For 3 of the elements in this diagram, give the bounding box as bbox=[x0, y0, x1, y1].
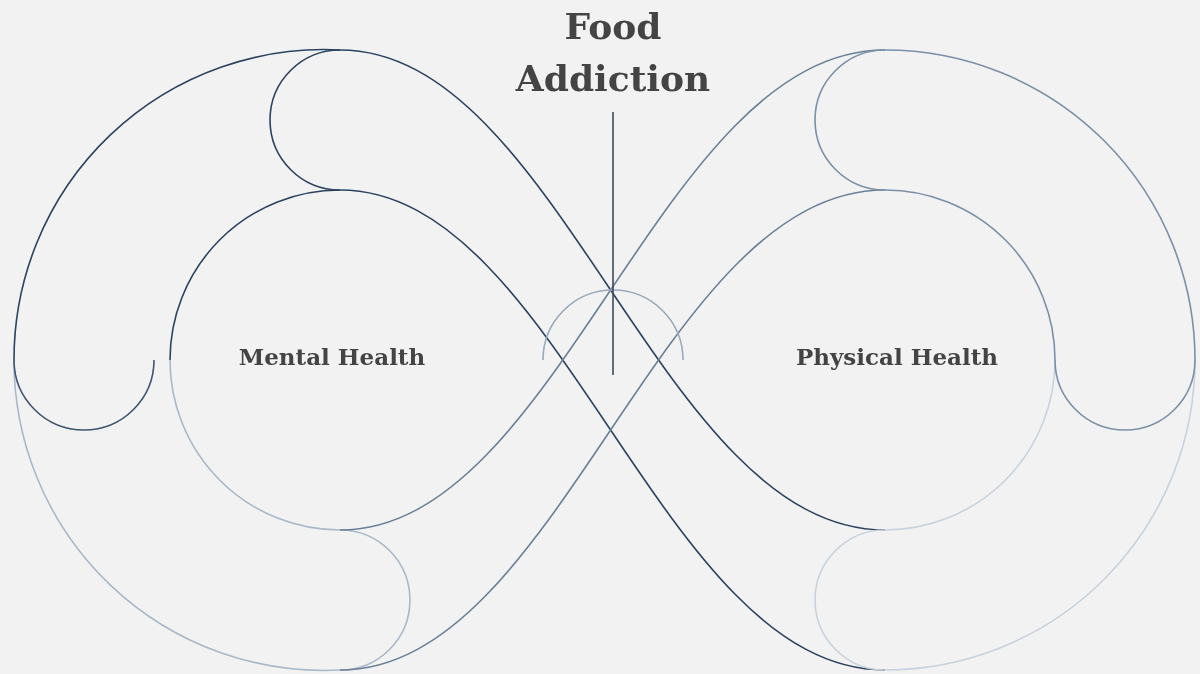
section-label: Physical Health bbox=[795, 342, 999, 370]
section-label: Mental Health bbox=[238, 342, 426, 370]
title: Food Addiction bbox=[514, 4, 712, 101]
